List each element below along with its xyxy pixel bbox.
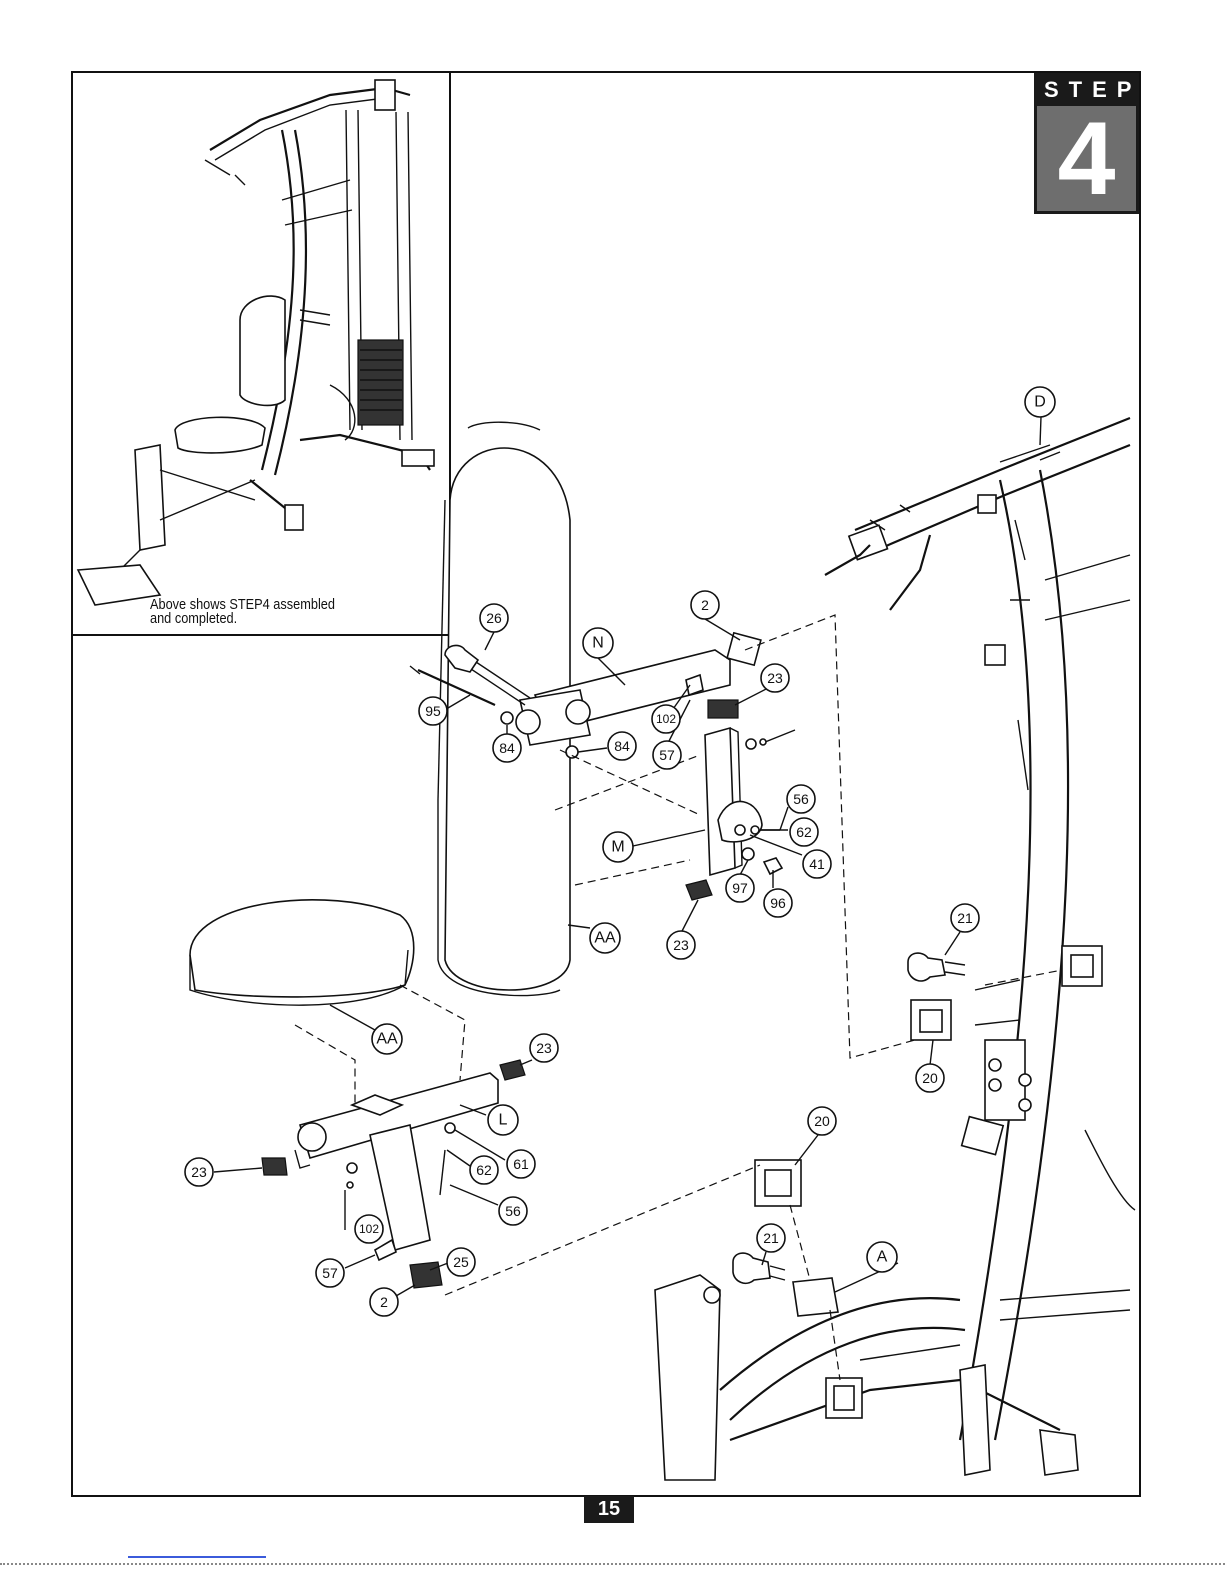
svg-text:23: 23 <box>191 1164 207 1180</box>
callout-62-top: 62 <box>790 818 818 846</box>
svg-text:2: 2 <box>701 597 709 613</box>
callout-56-low: 56 <box>499 1197 527 1225</box>
svg-text:62: 62 <box>796 824 812 840</box>
callout-l: L <box>488 1105 518 1135</box>
callout-23-top: 23 <box>761 664 789 692</box>
svg-text:23: 23 <box>673 937 689 953</box>
page-number-box: 15 <box>584 1496 634 1523</box>
callout-102-low: 102 <box>355 1215 383 1243</box>
callout-a: A <box>867 1242 897 1272</box>
callout-23-right: 23 <box>530 1034 558 1062</box>
callout-96: 96 <box>764 889 792 917</box>
svg-text:57: 57 <box>322 1265 338 1281</box>
step-number: 4 <box>1037 100 1136 218</box>
callout-61: 61 <box>507 1150 535 1178</box>
callout-97: 97 <box>726 874 754 902</box>
inset-caption: Above shows STEP4 assembled and complete… <box>150 598 335 626</box>
callout-m: M <box>603 832 633 862</box>
svg-text:AA: AA <box>594 930 616 947</box>
svg-text:25: 25 <box>453 1254 469 1270</box>
svg-text:23: 23 <box>767 670 783 686</box>
svg-text:95: 95 <box>425 703 441 719</box>
callout-d: D <box>1025 387 1055 417</box>
svg-text:26: 26 <box>486 610 502 626</box>
svg-text:61: 61 <box>513 1156 529 1172</box>
hardware-cubes-and-knobs <box>733 946 1102 1418</box>
svg-text:102: 102 <box>656 712 676 726</box>
svg-text:21: 21 <box>957 910 973 926</box>
svg-text:L: L <box>499 1112 508 1129</box>
callout-20-low: 20 <box>808 1107 836 1135</box>
svg-text:M: M <box>611 839 624 856</box>
callout-23-mid: 23 <box>667 931 695 959</box>
svg-text:23: 23 <box>536 1040 552 1056</box>
svg-text:62: 62 <box>476 1162 492 1178</box>
callout-25: 25 <box>447 1248 475 1276</box>
svg-text:2: 2 <box>380 1294 388 1310</box>
footer-dotted-rule <box>0 1563 1225 1565</box>
callout-n: N <box>583 628 613 658</box>
callout-84-a: 84 <box>493 734 521 762</box>
callout-56-top: 56 <box>787 785 815 813</box>
svg-text:57: 57 <box>659 747 675 763</box>
svg-text:96: 96 <box>770 895 786 911</box>
seat-pad-aa <box>190 900 414 1005</box>
callout-21-top: 21 <box>951 904 979 932</box>
callout-aa-seat: AA <box>372 1024 402 1054</box>
frame-part-d-top-arm <box>825 418 1130 610</box>
svg-text:AA: AA <box>376 1031 398 1048</box>
callout-41: 41 <box>803 850 831 878</box>
page-number: 15 <box>584 1496 634 1523</box>
callout-57-low: 57 <box>316 1259 344 1287</box>
svg-text:41: 41 <box>809 856 825 872</box>
callout-23-left: 23 <box>185 1158 213 1186</box>
svg-text:97: 97 <box>732 880 748 896</box>
callout-2-low: 2 <box>370 1288 398 1316</box>
svg-text:20: 20 <box>814 1113 830 1129</box>
svg-text:N: N <box>592 635 604 652</box>
svg-text:20: 20 <box>922 1070 938 1086</box>
callout-2-top: 2 <box>691 591 719 619</box>
end-cap-2-top <box>727 633 761 665</box>
callout-57-top: 57 <box>653 741 681 769</box>
callout-95: 95 <box>419 697 447 725</box>
svg-text:84: 84 <box>499 740 515 756</box>
svg-text:84: 84 <box>614 738 630 754</box>
callout-62-low: 62 <box>470 1156 498 1184</box>
svg-text:102: 102 <box>359 1222 379 1236</box>
assembled-machine-illustration <box>78 80 434 605</box>
step-badge: STEP 4 <box>1034 73 1139 214</box>
svg-text:D: D <box>1034 394 1046 411</box>
callout-21-low: 21 <box>757 1224 785 1252</box>
callout-20-top: 20 <box>916 1064 944 1092</box>
svg-text:A: A <box>877 1249 888 1266</box>
footer-link-underline[interactable] <box>128 1556 266 1558</box>
svg-text:21: 21 <box>763 1230 779 1246</box>
callout-26: 26 <box>480 604 508 632</box>
part-m-upright <box>686 675 795 900</box>
step-number-box: 4 <box>1037 106 1136 211</box>
callout-aa-back: AA <box>590 923 620 953</box>
svg-text:56: 56 <box>793 791 809 807</box>
callout-84-b: 84 <box>608 732 636 760</box>
svg-text:56: 56 <box>505 1203 521 1219</box>
callout-102-top: 102 <box>652 705 680 733</box>
